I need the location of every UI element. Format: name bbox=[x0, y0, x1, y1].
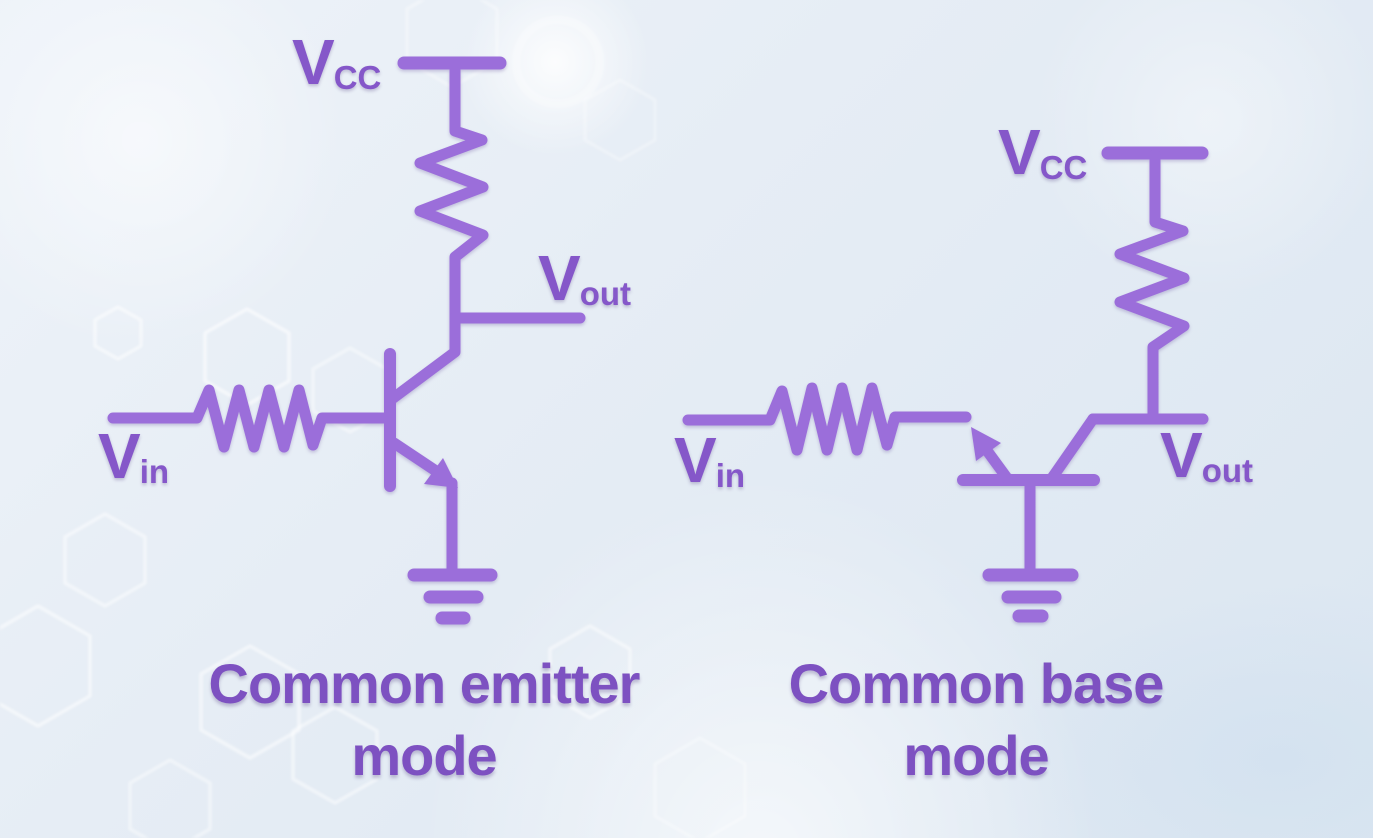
collector-resistor bbox=[386, 59, 489, 405]
hexagon-icon bbox=[291, 705, 379, 805]
emitter-lead bbox=[982, 446, 1013, 484]
hexagon-icon bbox=[128, 758, 212, 838]
input-resistor-wire bbox=[107, 384, 391, 453]
hexagon-icon bbox=[583, 78, 657, 162]
vin-label-main: V bbox=[674, 424, 717, 496]
collector-resistor bbox=[1114, 149, 1190, 423]
common-emitter-circuit bbox=[107, 56, 586, 625]
vout-label-main: V bbox=[1160, 419, 1203, 491]
vin-label-sub: in bbox=[139, 453, 170, 490]
vcc-label-left: VCC bbox=[292, 30, 381, 94]
hexagon-icon bbox=[93, 305, 143, 361]
caption-line: Common emitter bbox=[208, 652, 641, 715]
ground-icon bbox=[982, 568, 1079, 623]
collector-lead bbox=[1046, 413, 1099, 484]
caption-line: Common base bbox=[788, 652, 1165, 715]
vcc-label-main: V bbox=[292, 26, 335, 98]
input-resistor-wire bbox=[682, 382, 972, 456]
vcc-label-sub: CC bbox=[333, 59, 382, 96]
bokeh-circle bbox=[511, 15, 605, 109]
caption-common-emitter: Common emitter mode bbox=[124, 648, 724, 792]
vout-label-sub: out bbox=[579, 275, 631, 312]
caption-line: mode bbox=[351, 724, 497, 787]
vin-label-sub: in bbox=[715, 457, 746, 494]
vin-label-right: Vin bbox=[674, 428, 745, 492]
vcc-label-main: V bbox=[998, 116, 1041, 188]
vout-label-left: Vout bbox=[538, 246, 631, 310]
hexagon-icon bbox=[0, 604, 92, 728]
caption-line: mode bbox=[903, 724, 1049, 787]
emitter-arrow-icon bbox=[971, 427, 1001, 461]
vcc-label-right: VCC bbox=[998, 120, 1087, 184]
hexagon-icon bbox=[199, 644, 301, 760]
vout-label-sub: out bbox=[1201, 452, 1253, 489]
hexagon-icon bbox=[63, 512, 147, 608]
vin-label-main: V bbox=[98, 420, 141, 492]
ground-icon bbox=[407, 568, 498, 625]
hexagon-icon bbox=[653, 736, 747, 838]
vin-label-left: Vin bbox=[98, 424, 169, 488]
vout-label-right: Vout bbox=[1160, 423, 1253, 487]
caption-common-base: Common base mode bbox=[676, 648, 1276, 792]
emitter-lead bbox=[388, 437, 442, 477]
common-base-circuit bbox=[682, 146, 1209, 623]
vcc-label-sub: CC bbox=[1039, 149, 1088, 186]
hexagon-icon bbox=[548, 624, 632, 720]
vout-label-main: V bbox=[538, 242, 581, 314]
